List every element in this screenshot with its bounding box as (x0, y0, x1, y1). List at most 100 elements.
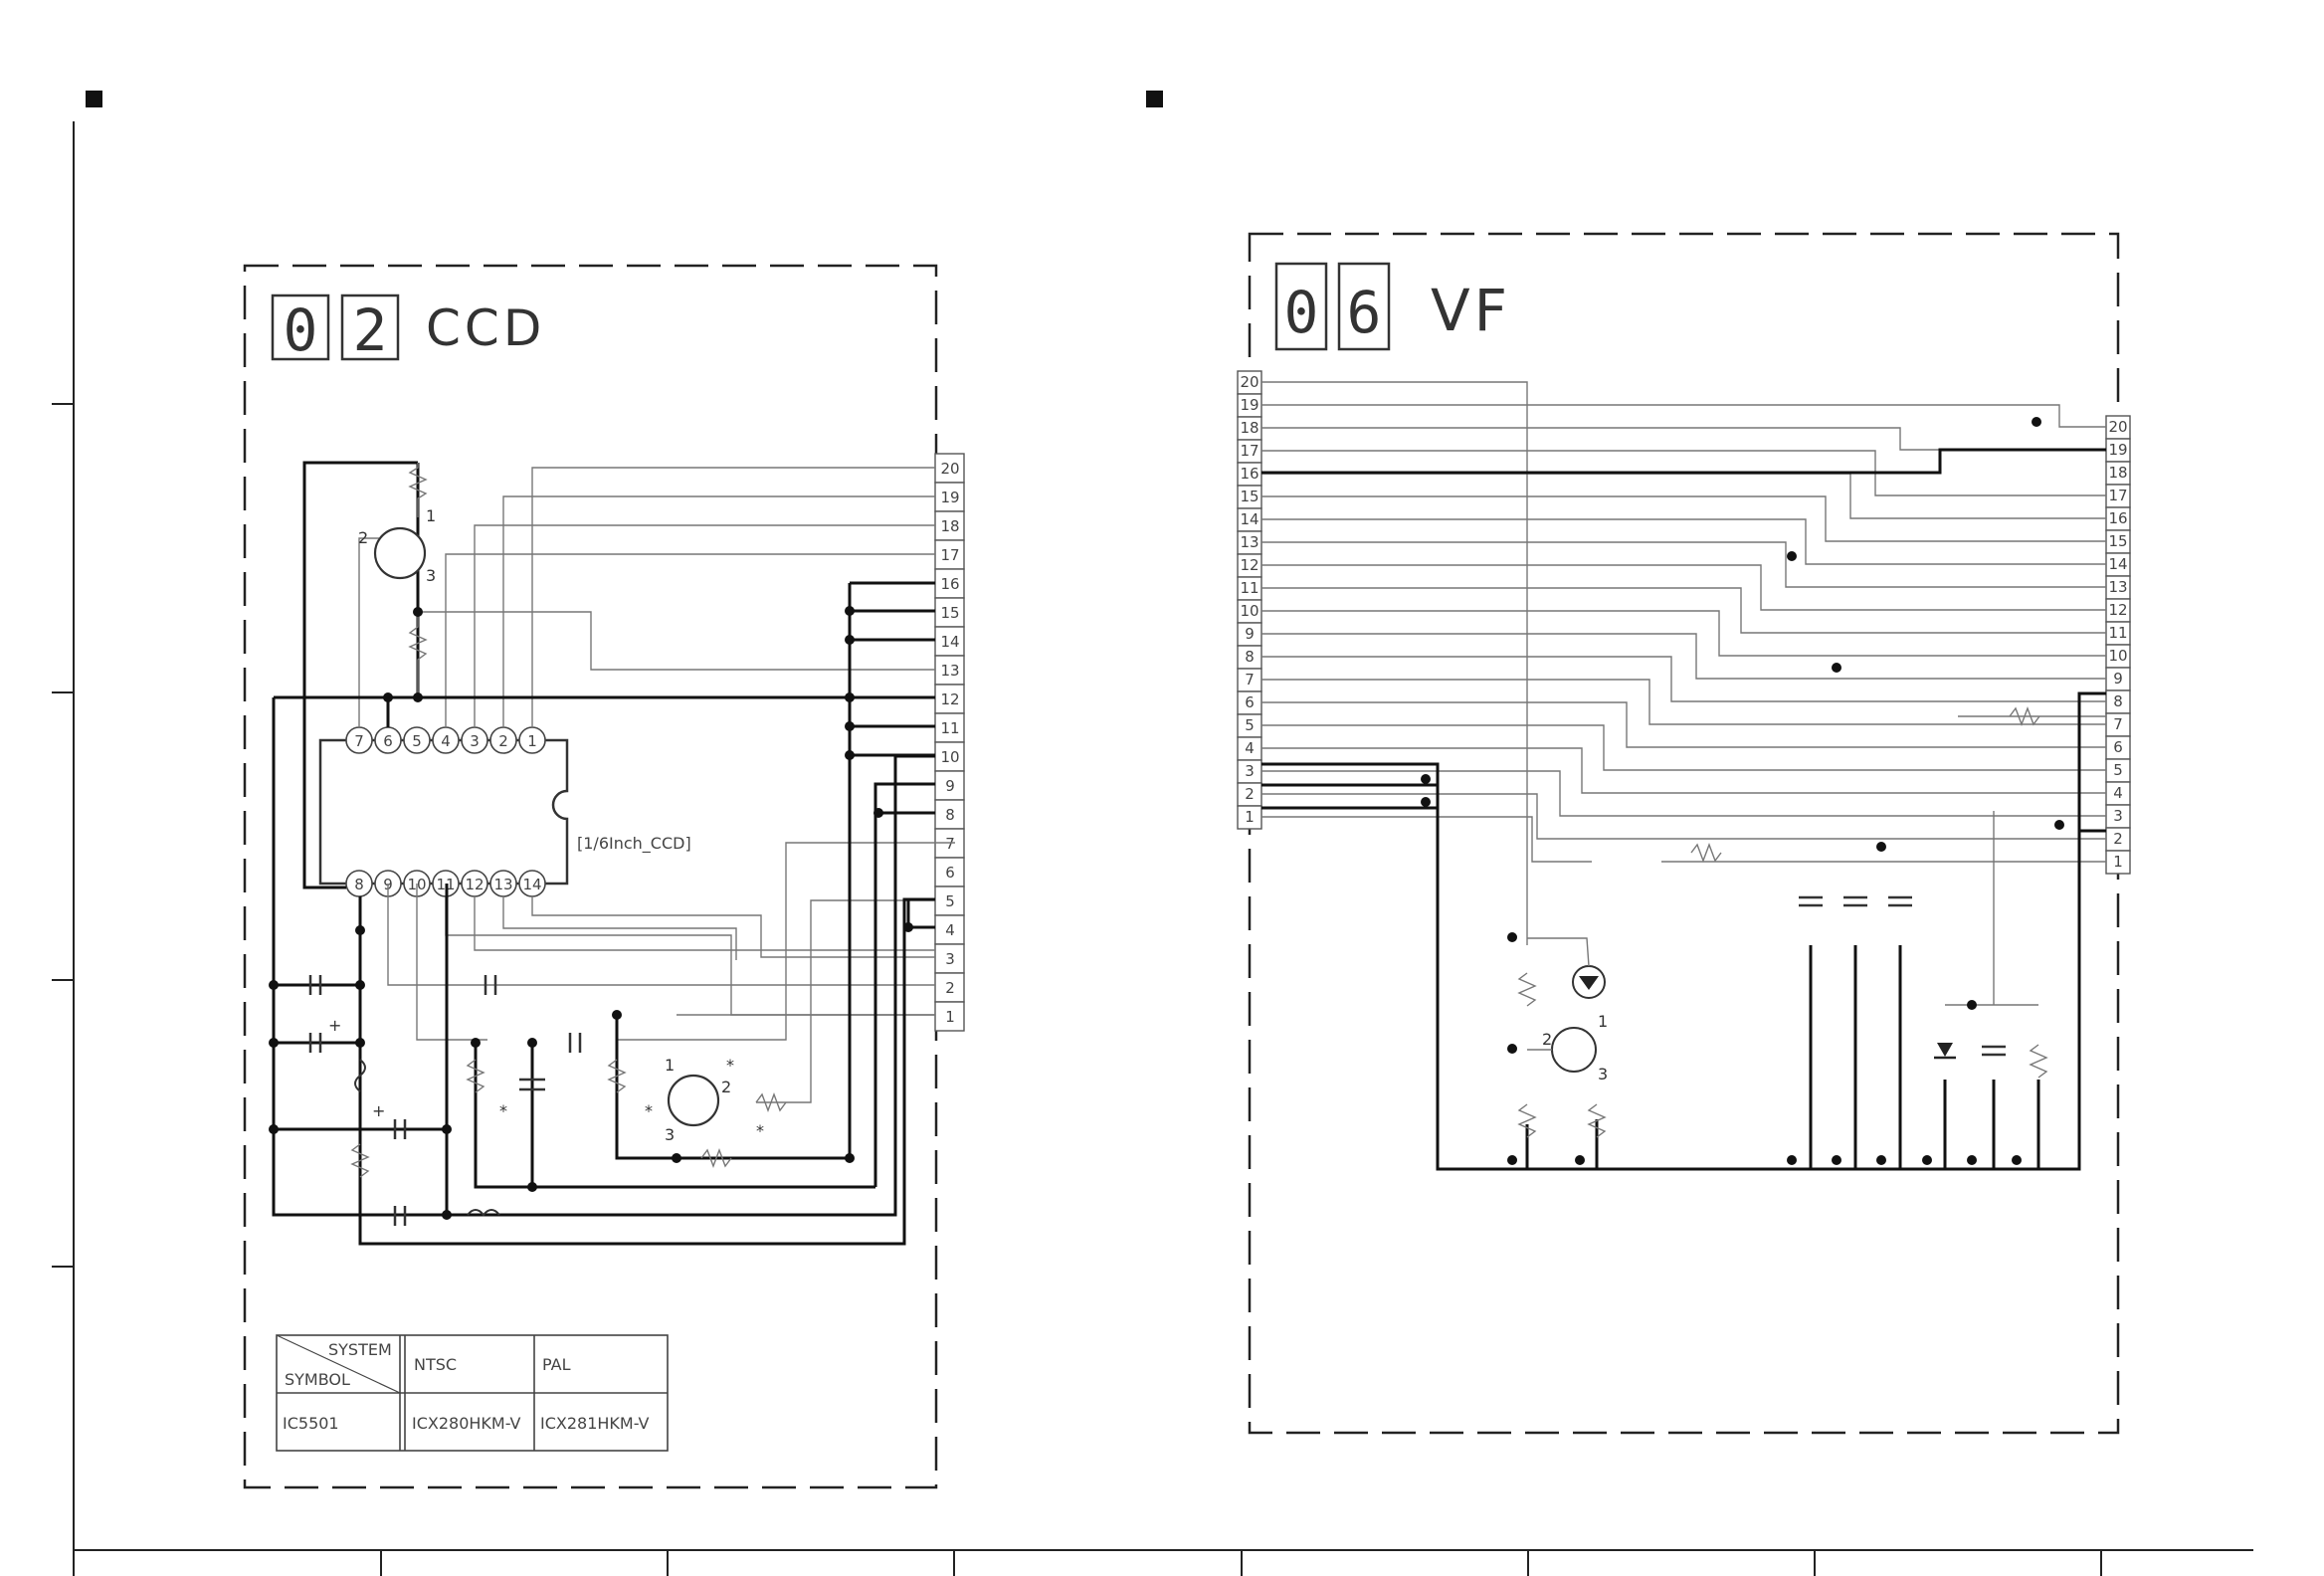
table-header-symbol: SYMBOL (285, 1370, 350, 1389)
marker: * (756, 1121, 764, 1140)
transistor-pin-label: 2 (721, 1078, 731, 1096)
ccd-components: 2 1 3 + + (310, 463, 786, 1226)
polarity-plus: + (328, 1016, 341, 1035)
vf-right-pin: 3 (2113, 807, 2123, 825)
vf-right-pin: 15 (2108, 532, 2127, 550)
vf-left-pin: 17 (1240, 442, 1259, 460)
vf-left-pin: 2 (1245, 785, 1255, 803)
ccd-connector-pin: 13 (940, 662, 959, 680)
vf-left-pin: 15 (1240, 488, 1259, 505)
vf-left-pin: 7 (1245, 671, 1255, 689)
ccd-ic-top-pin: 6 (383, 732, 393, 750)
vf-right-pin: 13 (2108, 578, 2127, 596)
table-row-pal: ICX281HKM-V (540, 1414, 650, 1433)
ccd-block: 0 2 CCD 20 19 18 17 16 15 14 13 12 11 10… (245, 266, 964, 1487)
vf-power-wires (1261, 450, 2106, 1169)
ccd-power-wires (274, 463, 935, 1244)
vf-left-pin: 16 (1240, 465, 1259, 483)
ccd-connector-pin: 14 (940, 633, 959, 651)
vf-left-pin: 3 (1245, 762, 1255, 780)
transistor-pin-label: 3 (1598, 1065, 1608, 1084)
vf-right-pin: 19 (2108, 441, 2127, 459)
transistor-icon (1552, 1028, 1596, 1072)
vf-right-pin: 6 (2113, 738, 2123, 756)
vf-right-pin: 10 (2108, 647, 2127, 665)
table-row-symbol: IC5501 (283, 1414, 339, 1433)
ccd-connector-pin: 9 (945, 777, 955, 795)
ccd-block-digit-1: 0 (284, 296, 318, 364)
ccd-block-digit-2: 2 (353, 296, 388, 364)
vf-signal-wires (1261, 382, 2106, 1005)
marker: * (499, 1101, 507, 1120)
polarity-plus: + (372, 1101, 385, 1120)
vf-left-pin: 9 (1245, 625, 1255, 643)
ccd-connector-pin: 1 (945, 1008, 955, 1026)
ccd-connector-pin: 19 (940, 489, 959, 506)
vf-block: 0 6 VF 20 19 18 17 16 15 14 13 12 11 10 … (1238, 234, 2130, 1433)
vf-left-connector: 20 19 18 17 16 15 14 13 12 11 10 9 8 7 6… (1238, 371, 1261, 829)
ccd-connector-pin: 11 (940, 719, 959, 737)
ccd-ic-top-pin: 5 (412, 732, 422, 750)
vf-right-pin: 11 (2108, 624, 2127, 642)
vf-left-pin: 13 (1240, 533, 1259, 551)
table-row-ntsc: ICX280HKM-V (412, 1414, 521, 1433)
ccd-connector-pin: 7 (945, 835, 955, 853)
vf-block-title: VF (1431, 277, 1511, 344)
vf-left-pin: 14 (1240, 510, 1259, 528)
vf-left-pin: 12 (1240, 556, 1259, 574)
table-header-system: SYSTEM (328, 1340, 392, 1359)
ccd-ic-bottom-pin: 14 (522, 876, 541, 893)
transistor-pin-label: 1 (665, 1056, 675, 1075)
table-col-pal: PAL (542, 1355, 571, 1374)
vf-left-pin: 10 (1240, 602, 1259, 620)
vf-left-pin: 5 (1245, 716, 1255, 734)
ccd-connector-pin: 17 (940, 546, 959, 564)
vf-left-pin: 1 (1245, 808, 1255, 826)
vf-block-digit-1: 0 (1284, 279, 1319, 346)
ccd-ic-label: [1/6Inch_CCD] (577, 834, 691, 854)
ccd-signal-wires (359, 468, 955, 1102)
vf-left-pin: 19 (1240, 396, 1259, 414)
ccd-block-title: CCD (426, 299, 545, 357)
ccd-connector-pin: 2 (945, 979, 955, 997)
vf-right-pin: 18 (2108, 464, 2127, 482)
ccd-ic-top-pin: 7 (354, 732, 364, 750)
vf-right-pin: 20 (2108, 418, 2127, 436)
transistor-pin-label: 2 (1542, 1030, 1552, 1049)
ccd-ic-top-pin: 4 (441, 732, 451, 750)
ccd-ic-bottom-pin: 13 (493, 876, 512, 893)
marker: * (645, 1101, 653, 1120)
ccd-ic-top-pin: 1 (527, 732, 537, 750)
ccd-connector-pin: 18 (940, 517, 959, 535)
vf-block-digit-2: 6 (1347, 279, 1382, 346)
ccd-connector: 20 19 18 17 16 15 14 13 12 11 10 9 8 7 6… (935, 454, 964, 1031)
transistor-icon (375, 528, 425, 578)
transistor-pin-label: 2 (358, 528, 368, 547)
vf-right-pin: 8 (2113, 692, 2123, 710)
vf-left-pin: 20 (1240, 373, 1259, 391)
vf-right-pin: 16 (2108, 509, 2127, 527)
vf-right-connector: 20 19 18 17 16 15 14 13 12 11 10 9 8 7 6… (2106, 416, 2130, 874)
transistor-pin-label: 3 (665, 1125, 675, 1144)
vf-right-pin: 14 (2108, 555, 2127, 573)
vf-left-pin: 4 (1245, 739, 1255, 757)
transistor-icon (669, 1076, 718, 1125)
vf-right-pin: 12 (2108, 601, 2127, 619)
ccd-connector-pin: 6 (945, 864, 955, 882)
vf-junctions (1421, 417, 2064, 1165)
vf-right-pin: 1 (2113, 853, 2123, 871)
vf-frame (1250, 234, 2118, 1433)
transistor-pin-label: 3 (426, 566, 436, 585)
vf-right-pin: 5 (2113, 761, 2123, 779)
diode-icon (1937, 1043, 1953, 1057)
vf-right-pin: 9 (2113, 670, 2123, 688)
ccd-connector-pin: 8 (945, 806, 955, 824)
vf-right-pin: 17 (2108, 487, 2127, 504)
ccd-ic-top-pin: 2 (498, 732, 508, 750)
vf-right-pin: 2 (2113, 830, 2123, 848)
marker: * (726, 1056, 734, 1075)
table-col-ntsc: NTSC (414, 1355, 457, 1374)
ccd-connector-pin: 12 (940, 690, 959, 708)
ccd-connector-pin: 10 (940, 748, 959, 766)
